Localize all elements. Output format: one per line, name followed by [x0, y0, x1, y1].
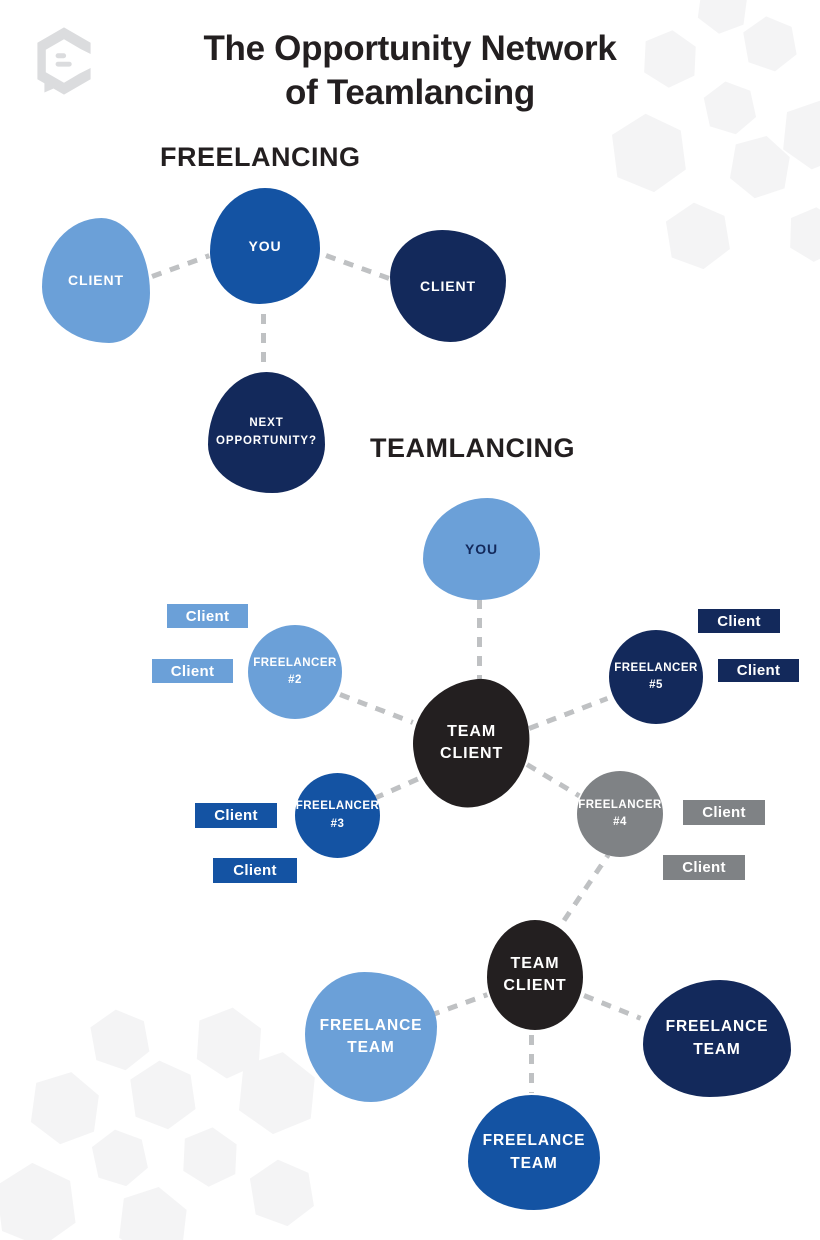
- dashed-connector: [561, 853, 611, 922]
- client-tag: Client: [167, 604, 248, 628]
- client-blob-label: CLIENT: [420, 277, 476, 294]
- dashed-connector: [261, 314, 266, 368]
- hexagon-decoration: [176, 1123, 243, 1190]
- client-tag: Client: [718, 659, 799, 682]
- dashed-connector: [583, 993, 642, 1021]
- you-blob-label: YOU: [464, 540, 499, 557]
- you-blob-label: YOU: [248, 237, 282, 254]
- teamlancing-heading: TEAMLANCING: [370, 433, 575, 463]
- client-tag: Client: [152, 659, 233, 683]
- freelancer-5-label: FREELANCER #5: [614, 661, 698, 691]
- hexagon-decoration: [605, 109, 694, 198]
- client-blob-label: CLIENT: [68, 272, 124, 288]
- dashed-connector: [339, 692, 414, 725]
- freelancer-3-node: FREELANCER #3: [295, 773, 380, 858]
- team-client-label: TEAM CLIENT: [439, 723, 504, 763]
- team-client-label: TEAM CLIENT: [503, 954, 567, 994]
- dashed-connector: [429, 992, 489, 1018]
- freelancer-5-node: FREELANCER #5: [609, 630, 703, 724]
- freelancer-2-label: FREELANCER #2: [253, 656, 337, 686]
- hexagon-decoration: [84, 1004, 156, 1076]
- client-tag: Client: [213, 858, 297, 883]
- freelance-team-label: FREELANCE TEAM: [665, 1018, 769, 1058]
- next-opportunity-label: NEXT OPPORTUNITY?: [216, 417, 317, 447]
- freelancer-4-label: FREELANCER #4: [578, 798, 662, 828]
- freelancing-heading: FREELANCING: [160, 142, 361, 172]
- dashed-connector: [525, 762, 581, 799]
- client-blob: CLIENT: [42, 218, 150, 343]
- hexagon-decoration: [123, 1055, 202, 1134]
- client-tag: Client: [683, 800, 765, 825]
- client-tag: Client: [195, 803, 277, 828]
- client-tag: Client: [698, 609, 780, 633]
- hexagon-decoration: [0, 1157, 84, 1240]
- freelancer-2-node: FREELANCER #2: [248, 625, 342, 719]
- team-client-blob-bottom: TEAM CLIENT: [487, 920, 583, 1030]
- client-blob: CLIENT: [390, 230, 506, 342]
- freelancer-4-node: FREELANCER #4: [577, 771, 663, 857]
- client-tag: Client: [663, 855, 745, 880]
- hexagon-decoration: [85, 1123, 155, 1193]
- freelance-team-blob: FREELANCE TEAM: [643, 980, 791, 1097]
- freelancer-3-label: FREELANCER #3: [295, 800, 380, 830]
- hexagon-decoration: [21, 1064, 109, 1152]
- you-blob-teamlancing: YOU: [423, 498, 540, 600]
- page-title: The Opportunity Network of Teamlancing: [203, 29, 617, 112]
- hexagon-decoration: [784, 204, 820, 265]
- freelance-team-label: FREELANCE TEAM: [319, 1016, 423, 1056]
- clearvoice-logo-icon: [28, 26, 100, 96]
- dashed-connector: [325, 253, 391, 282]
- freelance-team-blob: FREELANCE TEAM: [468, 1095, 600, 1210]
- hexagon-decoration: [110, 1180, 197, 1240]
- freelance-team-blob: FREELANCE TEAM: [305, 972, 437, 1102]
- hexagon-decoration: [243, 1154, 321, 1232]
- dashed-connector: [477, 599, 482, 679]
- freelance-team-label: FREELANCE TEAM: [482, 1132, 586, 1172]
- hexagon-decoration: [659, 197, 737, 275]
- dashed-connector: [529, 1035, 534, 1093]
- dashed-connector: [151, 253, 211, 279]
- dashed-connector: [528, 696, 609, 731]
- next-opportunity-blob: NEXT OPPORTUNITY?: [208, 372, 325, 493]
- team-client-blob-top: TEAM CLIENT: [406, 674, 537, 813]
- you-blob: YOU: [210, 188, 320, 304]
